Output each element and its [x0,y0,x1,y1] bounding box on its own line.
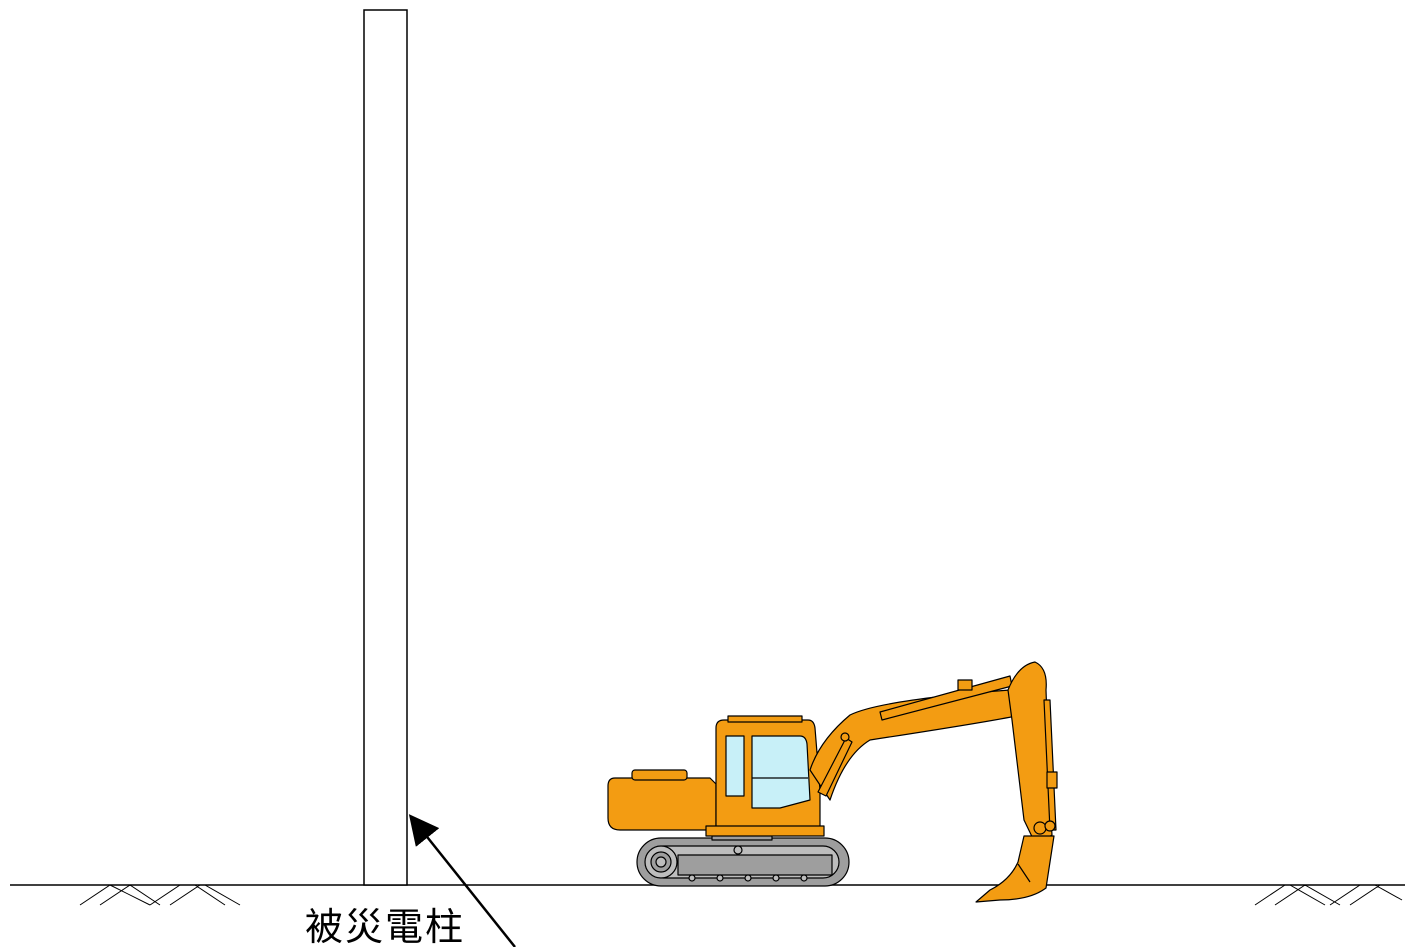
excavator-arm [1007,661,1053,846]
excavator-bucket [975,835,1055,903]
damaged-utility-pole [363,9,408,886]
excavator-tracks [636,829,850,887]
pointer-arrow [408,814,516,947]
excavator [607,661,1058,903]
excavator-engine [607,777,717,831]
ground-hatch-right [1254,884,1403,906]
ground-hatch-left [79,884,241,906]
pole-label: 被災電柱 [305,905,465,947]
